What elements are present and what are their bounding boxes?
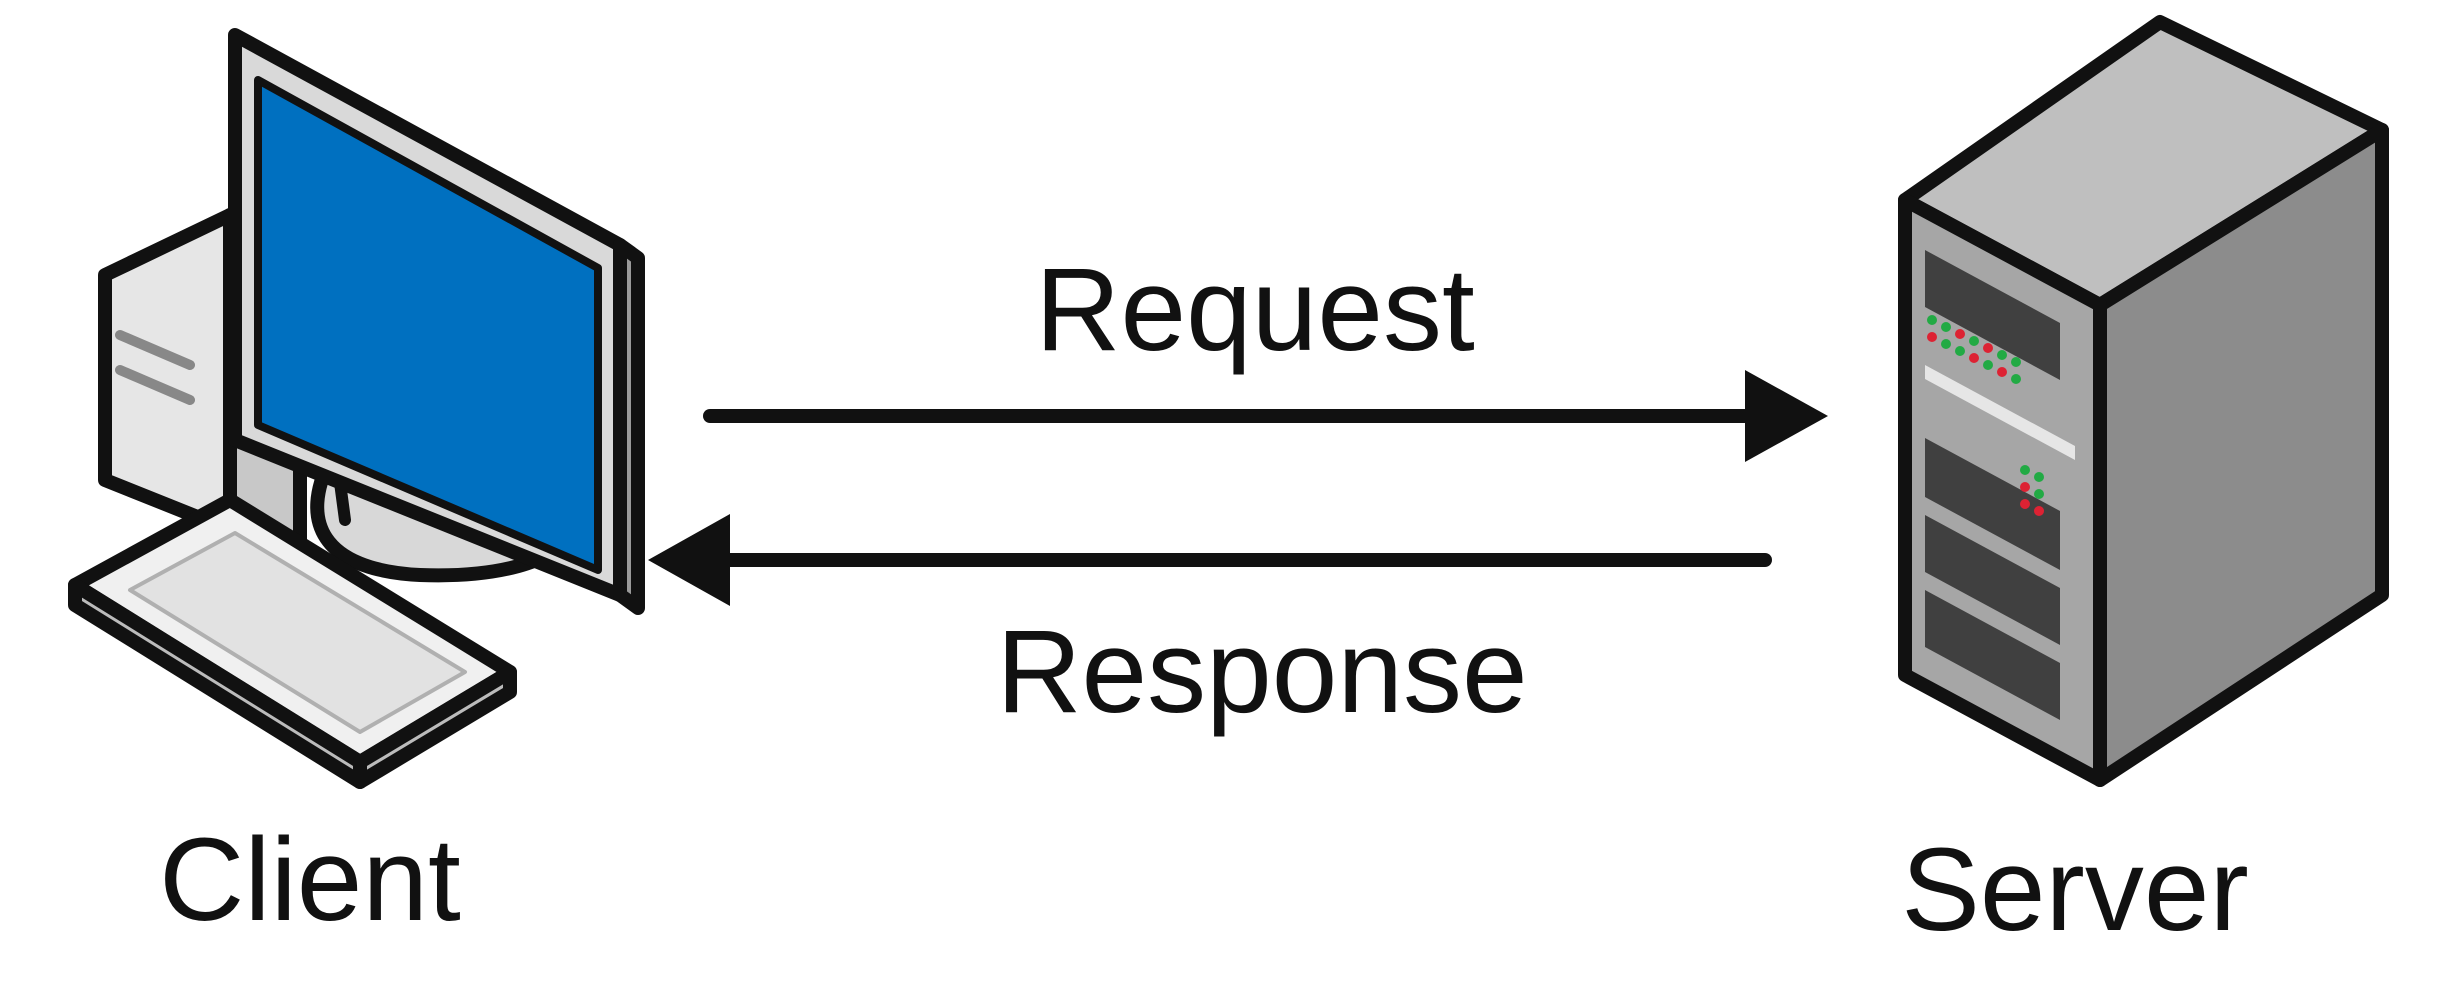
server-tower-icon — [1898, 15, 2389, 787]
server-bay — [1925, 250, 2060, 380]
monitor — [228, 28, 645, 615]
request-label: Request — [1035, 244, 1475, 376]
monitor-screen — [254, 76, 602, 574]
response-arrow — [648, 514, 1772, 606]
client-label: Client — [159, 814, 461, 946]
server-label: Server — [1901, 824, 2249, 956]
server-bay — [1925, 438, 2060, 570]
server-bay — [1925, 590, 2060, 720]
desktop-computer-icon — [68, 28, 645, 789]
server-bay — [1925, 515, 2060, 645]
server-status-leds — [1927, 315, 2044, 516]
request-arrow — [703, 370, 1828, 462]
keyboard — [68, 493, 517, 789]
response-label: Response — [996, 606, 1527, 738]
